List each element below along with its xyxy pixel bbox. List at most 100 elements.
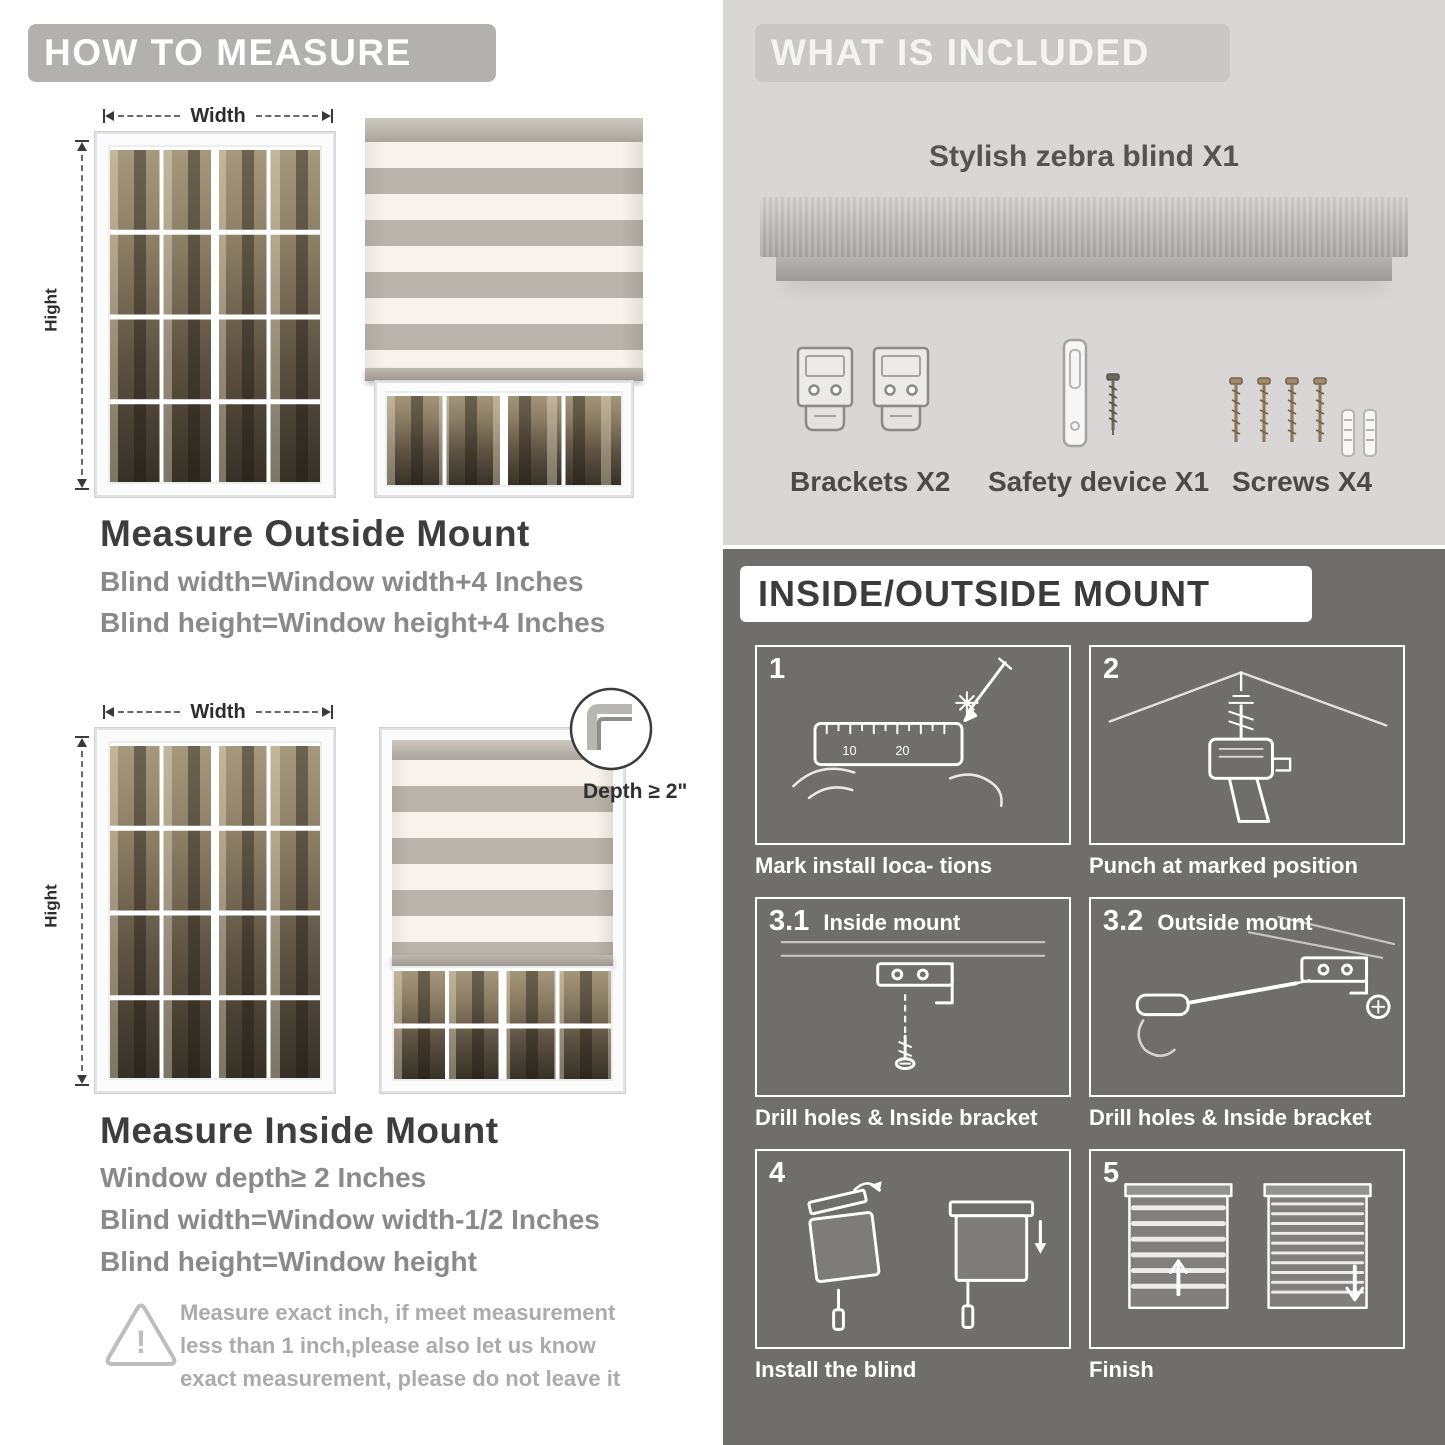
- window-panes: [385, 391, 623, 487]
- step-panel-3-1: 3.1 Inside mount: [755, 897, 1071, 1097]
- finished-blinds-illustration: [1124, 1183, 1372, 1310]
- blind-cassette: [392, 740, 613, 760]
- step-number: 1: [769, 653, 786, 685]
- step-title: Outside mount: [1157, 910, 1313, 935]
- height-label-wrap: Hight: [30, 288, 70, 331]
- zebra-blind-outside-illustration: [365, 118, 643, 497]
- blind-cassette: [365, 118, 643, 142]
- step-cell-3-2: 3.2 Outside mount: [1089, 897, 1405, 1131]
- arrow-tick: [75, 1084, 89, 1086]
- arrowhead-up-icon: [77, 738, 87, 747]
- blind-headrail-underside: [776, 257, 1392, 281]
- step-head: 1: [769, 653, 799, 686]
- height-label: Hight: [41, 884, 61, 928]
- step-caption: Punch at marked position: [1089, 853, 1358, 878]
- arrowhead-left-icon: [105, 111, 114, 121]
- arrow-tick: [331, 109, 334, 123]
- step-number: 3.2: [1103, 905, 1144, 937]
- bracket-icon: [872, 346, 930, 432]
- blind-bottom-rail: [392, 955, 613, 966]
- arrow-dash: [118, 115, 181, 117]
- blind-bottom-rail: [365, 368, 643, 381]
- width-arrow-outside: Width: [103, 105, 334, 127]
- height-label: Hight: [41, 288, 61, 332]
- depth-label: Depth ≥ 2": [583, 780, 688, 803]
- outside-mount-title: Measure Outside Mount: [100, 513, 530, 554]
- arrow-tick: [103, 109, 105, 123]
- blind-fabric: [392, 760, 613, 955]
- zebra-blind-inside-illustration: [380, 728, 625, 1093]
- blind-fabric: [365, 142, 643, 368]
- screws-label: Screws X4: [1232, 466, 1373, 497]
- outside-rule-width: Blind width=Window width+4 Inches: [100, 566, 584, 597]
- safety-device-icon: [1062, 338, 1088, 448]
- step-panel-3-2: 3.2 Outside mount: [1089, 897, 1405, 1097]
- arrow-dash: [255, 115, 319, 117]
- product-name: Stylish zebra blind X1: [928, 140, 1240, 173]
- bracket-icon: [796, 346, 854, 432]
- arrow-dash: [118, 711, 181, 713]
- arrowhead-right-icon: [322, 111, 332, 121]
- step-caption: Drill holes & Inside bracket: [1089, 1105, 1372, 1130]
- step-number: 3.1: [769, 905, 810, 937]
- warning-triangle-icon: !: [105, 1303, 177, 1366]
- step-caption: Install the blind: [755, 1357, 917, 1382]
- step-cell-5: 5: [1089, 1149, 1405, 1383]
- step-panel-1: 1 10 20: [755, 645, 1071, 845]
- step-cell-3-1: 3.1 Inside mount: [755, 897, 1071, 1131]
- inside-mount-title: Measure Inside Mount: [100, 1110, 499, 1151]
- step-number: 5: [1103, 1157, 1120, 1189]
- step-cell-4: 4: [755, 1149, 1071, 1383]
- install-blind-illustration: [807, 1181, 1047, 1331]
- blind-in-frame: [392, 740, 613, 1081]
- arrow-dash: [81, 155, 83, 475]
- arrowhead-down-icon: [77, 1075, 87, 1084]
- drill-illustration: [1108, 671, 1388, 823]
- inside-rule-width: Blind width=Window width-1/2 Inches: [100, 1204, 600, 1235]
- inside-rule-height: Blind height=Window height: [100, 1246, 477, 1277]
- step-caption: Finish: [1089, 1357, 1154, 1382]
- height-arrow-outside: [74, 140, 90, 490]
- width-label: Width: [190, 104, 246, 127]
- arrow-tick: [75, 736, 89, 738]
- mark-locations-illustration: 10 20: [792, 657, 1013, 808]
- what-is-included-header: WHAT IS INCLUDED: [755, 24, 1230, 82]
- step-head: 5: [1103, 1157, 1133, 1190]
- step-head: 2: [1103, 653, 1133, 686]
- brackets-label: Brackets X2: [790, 466, 951, 497]
- mount-section: [723, 549, 1445, 1445]
- step-title: Inside mount: [823, 910, 961, 935]
- svg-text:10: 10: [842, 743, 856, 758]
- step-cell-1: 1 10 20 Mark: [755, 645, 1071, 879]
- step-caption: Mark install loca- tions: [755, 853, 993, 878]
- outside-rule-height: Blind height=Window height+4 Inches: [100, 607, 606, 638]
- safety-device-label: Safety device X1: [988, 466, 1210, 497]
- arrowhead-left-icon: [105, 707, 114, 717]
- outside-bracket-illustration: [1135, 915, 1396, 1058]
- step-number: 2: [1103, 653, 1120, 685]
- height-label-wrap: Hight: [30, 884, 70, 927]
- window-panes: [108, 741, 322, 1080]
- arrow-tick: [331, 705, 334, 719]
- step-head: 3.2 Outside mount: [1103, 905, 1313, 938]
- arrowhead-up-icon: [77, 142, 87, 151]
- step-number: 4: [769, 1157, 786, 1189]
- inside-outside-mount-header: INSIDE/OUTSIDE MOUNT: [740, 566, 1312, 622]
- arrow-tick: [75, 488, 89, 490]
- depth-detail-circle: [569, 687, 653, 771]
- inside-bracket-illustration: [780, 941, 1046, 1071]
- screw-icon: [1106, 373, 1120, 435]
- arrow-tick: [103, 705, 105, 719]
- step-caption: Drill holes & Inside bracket: [755, 1105, 1038, 1130]
- window-illustration-outside: [95, 132, 335, 497]
- step-head: 3.1 Inside mount: [769, 905, 960, 938]
- window-panes: [392, 966, 613, 1081]
- window-illustration-inside: [95, 728, 335, 1093]
- window-below-blind: [375, 381, 633, 497]
- blind-headrail-image: [760, 197, 1408, 257]
- screws-and-anchors-icon: [1229, 377, 1377, 457]
- step-head: 4: [769, 1157, 799, 1190]
- step-cell-2: 2 Punch at: [1089, 645, 1405, 879]
- window-panes: [108, 145, 322, 484]
